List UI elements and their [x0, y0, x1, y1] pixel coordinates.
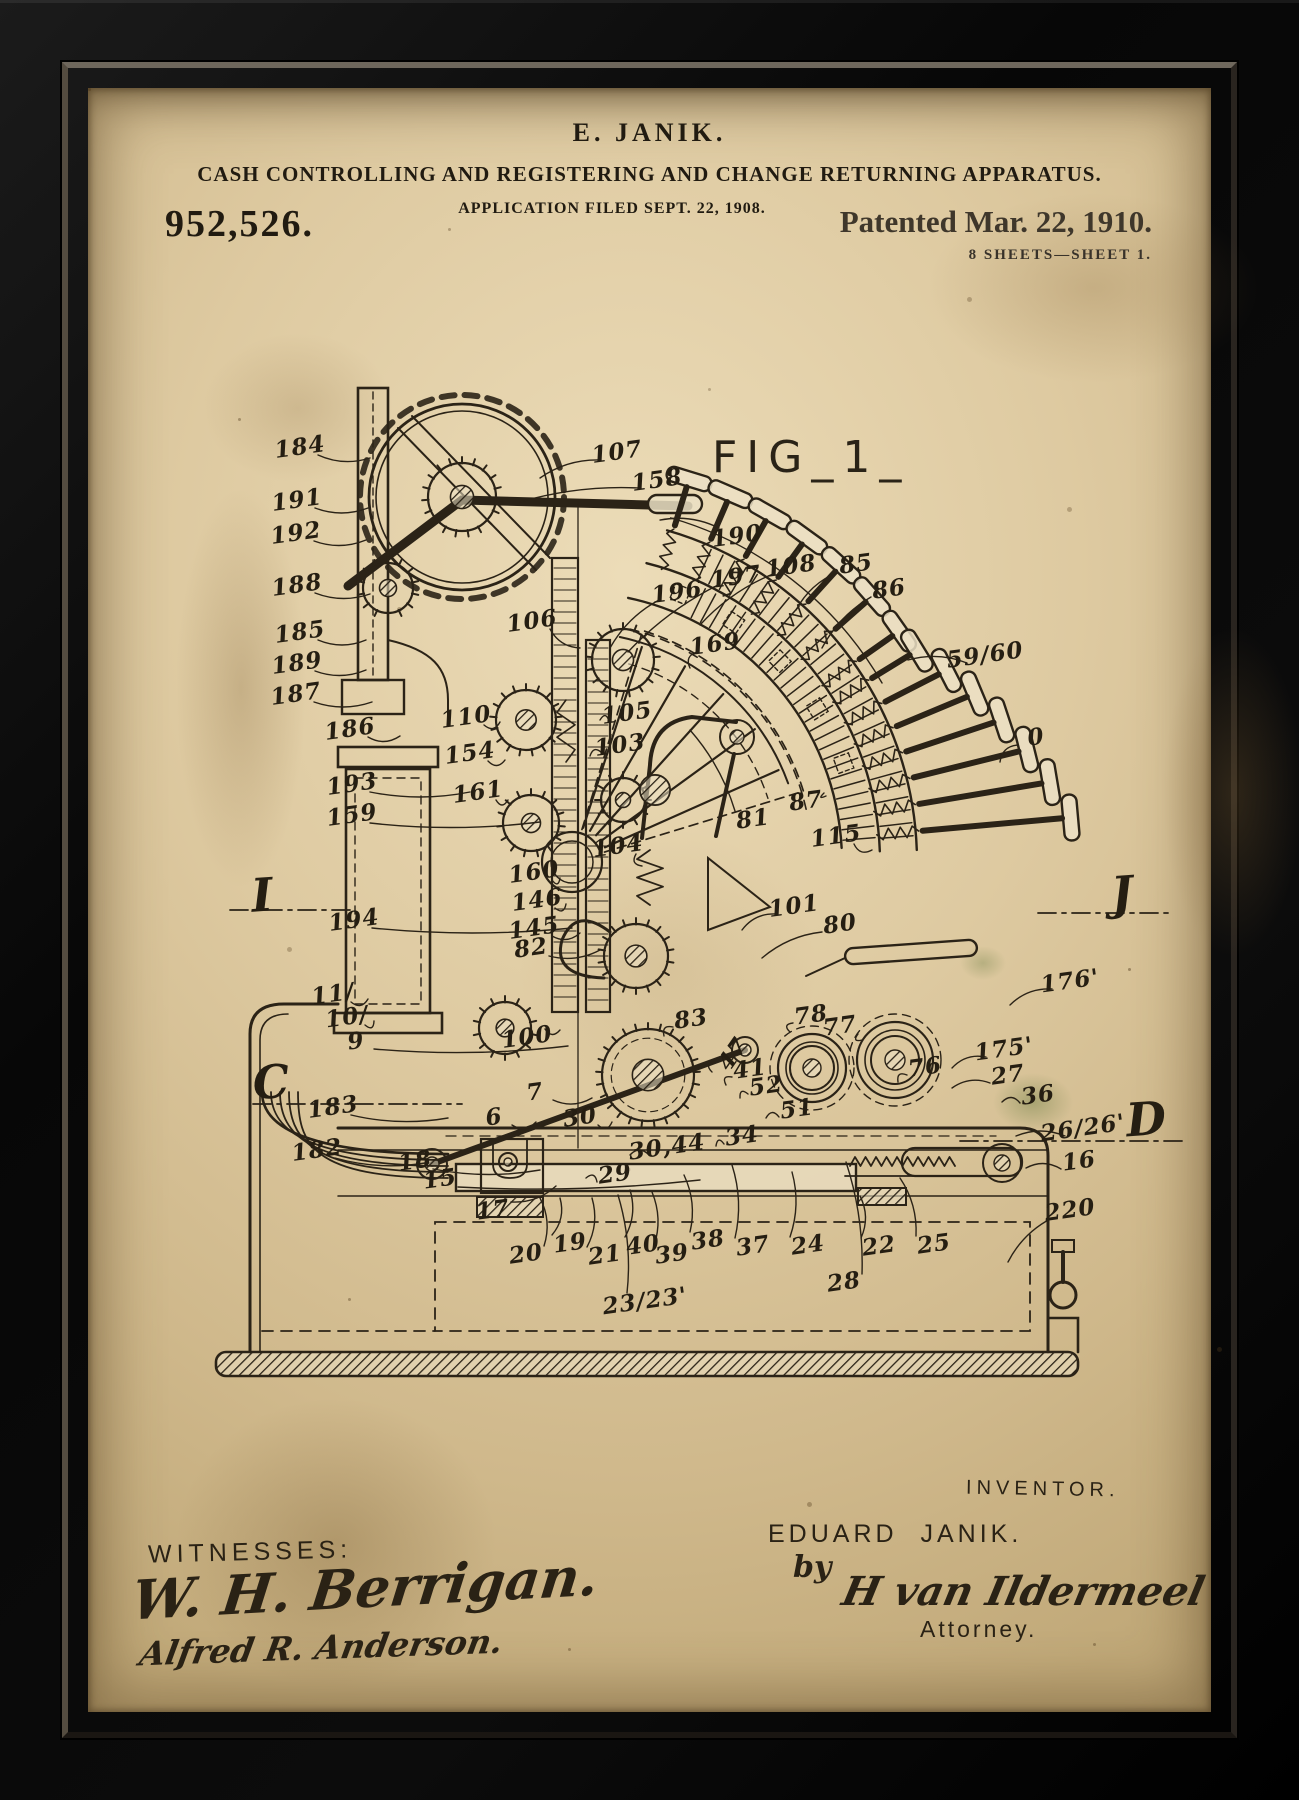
machine-outline: [214, 386, 1183, 1378]
machine-generated-parts: [260, 454, 1081, 1294]
paper-speckles: [88, 88, 91, 91]
frame-inner-bevel: [62, 62, 1237, 1738]
